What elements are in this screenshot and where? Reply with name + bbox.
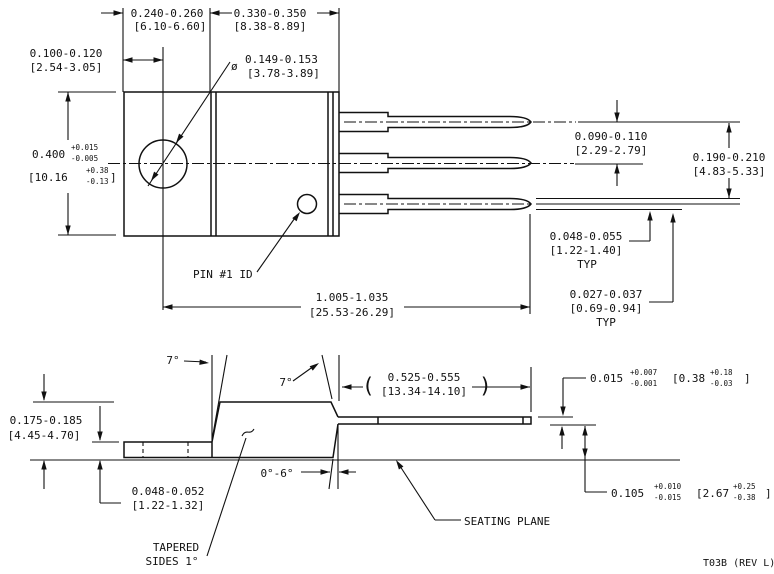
dim-lead-length-in: 0.525-0.555	[388, 371, 461, 384]
angle-7deg-right: 7°	[279, 376, 292, 389]
dim-lead-thk-bracket: ]	[744, 372, 751, 385]
pin-1	[339, 111, 532, 133]
arrow	[210, 10, 220, 16]
dim-body-thk-mm: [4.45-4.70]	[8, 429, 81, 442]
dim-body-width-in: 0.330-0.350	[234, 7, 307, 20]
dim-lead-wide-mm: [1.22-1.40]	[550, 244, 623, 257]
dim-standoff-mm: [2.67	[696, 487, 729, 500]
body-profile	[211, 401, 339, 459]
dim-standoff-bracket: ]	[765, 487, 772, 500]
angle-draft: 0°-6°	[260, 467, 293, 480]
hole-dia-leader	[147, 61, 231, 187]
ext-draft-slant	[328, 458, 334, 490]
dim-body-height-tol-minus: -0.005	[71, 154, 98, 163]
dim-lead-thk-mtm: -0.03	[710, 379, 733, 388]
pin1-id-leader	[256, 214, 298, 273]
dim-pin-pitch-mm: [2.29-2.79]	[575, 144, 648, 157]
dim-standoff-tp: +0.010	[654, 482, 682, 491]
dim-pin-pitch-in: 0.090-0.110	[575, 130, 648, 143]
dim-overall-length-mm: [25.53-26.29]	[309, 306, 395, 319]
dim-tab-width-in: 0.240-0.260	[131, 7, 204, 20]
pin1-id-label: PIN #1 ID	[193, 268, 253, 281]
pin-3	[339, 193, 532, 215]
dim-tab-thk-in: 0.048-0.052	[132, 485, 205, 498]
dim-lead-thk-in: 0.015	[590, 372, 623, 385]
ext-7deg-right-slant	[321, 354, 333, 400]
dim-lead-narrow-in: 0.027-0.037	[570, 288, 643, 301]
dim-lead-thk-tm: -0.001	[630, 379, 657, 388]
taper-label-line1: TAPERED	[153, 541, 199, 554]
dim-overall-length-in: 1.005-1.035	[316, 291, 389, 304]
arrow	[329, 10, 339, 16]
dim-pin-span-in: 0.190-0.210	[693, 151, 766, 164]
lead-profile	[338, 416, 532, 425]
dim-lead-thk-mtp: +0.18	[710, 368, 733, 377]
dim-standoff-in: 0.105	[611, 487, 644, 500]
lead-length-open-paren: (	[362, 374, 375, 398]
dim-lead-wide-in: 0.048-0.055	[550, 230, 623, 243]
dim-lead-length-mm: [13.34-14.10]	[381, 385, 467, 398]
dim-body-thk-in: 0.175-0.185	[10, 414, 83, 427]
dim-lead-wide-typ: TYP	[577, 258, 597, 271]
dim-body-height-mm-tol-minus: -0.13	[86, 177, 109, 186]
top-view: 0.240-0.260 [6.10-6.60] 0.330-0.350 [8.3…	[28, 7, 765, 329]
dim-hole-dia-mm: [3.78-3.89]	[247, 67, 320, 80]
dim-hole-dia-symbol: ø	[231, 60, 238, 73]
dim-standoff-tm: -0.015	[654, 493, 681, 502]
dim-lead-thk-mm: [0.38	[672, 372, 705, 385]
taper-leader	[206, 437, 247, 557]
dim-body-width-mm: [8.38-8.89]	[234, 20, 307, 33]
tab-profile	[123, 441, 212, 459]
seating-plane-leader	[397, 462, 436, 521]
dim-standoff-mtm: -0.38	[733, 493, 756, 502]
ext-7deg-left-slant	[211, 354, 228, 441]
dim-lead-thk-tp: +0.007	[630, 368, 657, 377]
lead-length-close-paren: )	[479, 374, 492, 398]
dim-lead-narrow-mm: [0.69-0.94]	[570, 302, 643, 315]
dim-tab-width-mm: [6.10-6.60]	[134, 20, 207, 33]
side-view: 7° 7° ( 0.525-0.555 [13.34-14.10] ) 0.01…	[8, 354, 772, 568]
pin1-id-dot	[296, 193, 318, 215]
dim-tab-thk-mm: [1.22-1.32]	[132, 499, 205, 512]
dim-body-height-mm: [10.16	[28, 171, 68, 184]
dim-body-height-bracket: ]	[110, 171, 117, 184]
dim-hole-dia-in: 0.149-0.153	[245, 53, 318, 66]
dim-hole-offset-mm: [2.54-3.05]	[30, 61, 103, 74]
taper-label-line2: SIDES 1°	[146, 555, 199, 568]
dim-hole-offset-in: 0.100-0.120	[30, 47, 103, 60]
dim-body-height-in: 0.400	[32, 148, 65, 161]
taper-squiggle	[241, 428, 255, 437]
drawing-revision-label: T03B (REV L)	[703, 558, 774, 569]
seating-plane-label: SEATING PLANE	[464, 515, 550, 528]
dim-body-height-mm-tol-plus: +0.38	[86, 166, 109, 175]
dim-standoff-mtp: +0.25	[733, 482, 756, 491]
dim-lead-narrow-typ: TYP	[596, 316, 616, 329]
dim-body-height-tol-plus: +0.015	[71, 143, 98, 152]
arrow	[113, 10, 123, 16]
dim-pin-span-mm: [4.83-5.33]	[693, 165, 766, 178]
angle-7deg-left: 7°	[166, 354, 179, 367]
